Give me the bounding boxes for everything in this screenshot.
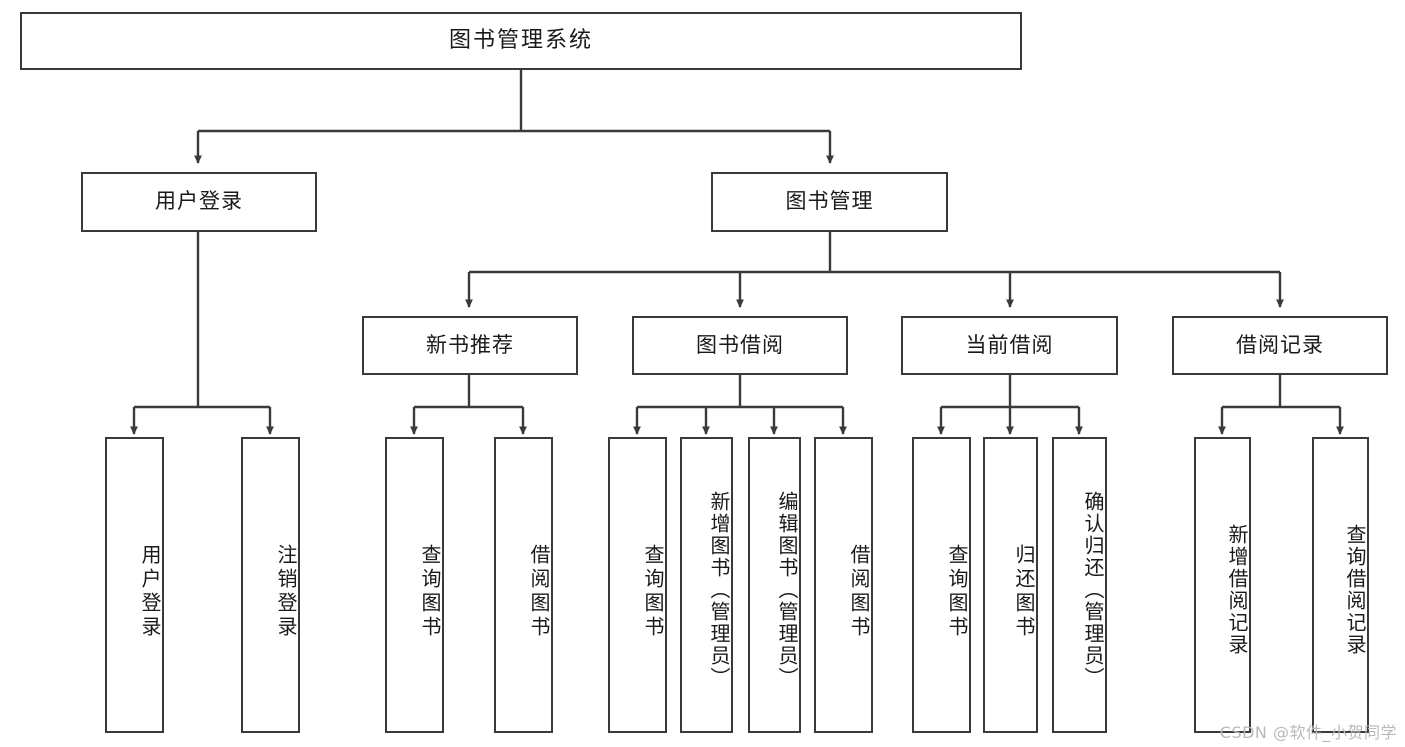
node-new-book-recommend-label: 新书推荐 bbox=[426, 332, 514, 357]
node-borrow-record[interactable]: 借阅记录 bbox=[1172, 316, 1388, 375]
node-book-manage-label: 图书管理 bbox=[785, 189, 874, 214]
node-current-borrow-label: 当前借阅 bbox=[965, 332, 1054, 357]
node-leaf-query-record-label: 查询借阅记录 bbox=[1343, 524, 1367, 656]
node-leaf-add-record[interactable]: 新增借阅记录 bbox=[1194, 437, 1251, 733]
node-leaf-return-book[interactable]: 归还图书 bbox=[983, 437, 1038, 733]
node-leaf-add-book[interactable]: 新增图书（管理员） bbox=[680, 437, 733, 733]
node-leaf-borrow-book-2-label: 借阅图书 bbox=[847, 544, 871, 640]
node-leaf-user-login[interactable]: 用户登录 bbox=[105, 437, 164, 733]
node-leaf-query-record[interactable]: 查询借阅记录 bbox=[1312, 437, 1369, 733]
node-new-book-recommend[interactable]: 新书推荐 bbox=[362, 316, 578, 375]
watermark-text: CSDN @软件_小贺同学 bbox=[1219, 723, 1397, 742]
node-leaf-user-login-label: 用户登录 bbox=[138, 544, 162, 640]
node-leaf-borrow-book-1[interactable]: 借阅图书 bbox=[494, 437, 553, 733]
node-current-borrow[interactable]: 当前借阅 bbox=[901, 316, 1118, 375]
node-leaf-query-book-3-label: 查询图书 bbox=[945, 544, 969, 640]
node-book-borrow-label: 图书借阅 bbox=[696, 332, 784, 357]
node-leaf-return-book-label: 归还图书 bbox=[1012, 544, 1036, 640]
node-leaf-borrow-book-2[interactable]: 借阅图书 bbox=[814, 437, 873, 733]
node-leaf-query-book-1[interactable]: 查询图书 bbox=[385, 437, 444, 733]
node-leaf-add-record-label: 新增借阅记录 bbox=[1225, 524, 1249, 656]
node-root[interactable]: 图书管理系统 bbox=[20, 12, 1022, 70]
node-leaf-query-book-2-label: 查询图书 bbox=[641, 544, 665, 640]
node-leaf-user-logout[interactable]: 注销登录 bbox=[241, 437, 300, 733]
node-leaf-confirm-return[interactable]: 确认归还（管理员） bbox=[1052, 437, 1107, 733]
node-leaf-add-book-label: 新增图书（管理员） bbox=[707, 491, 731, 689]
node-borrow-record-label: 借阅记录 bbox=[1236, 332, 1324, 357]
node-leaf-borrow-book-1-label: 借阅图书 bbox=[527, 544, 551, 640]
node-leaf-query-book-3[interactable]: 查询图书 bbox=[912, 437, 971, 733]
node-leaf-user-logout-label: 注销登录 bbox=[274, 544, 298, 640]
node-book-borrow[interactable]: 图书借阅 bbox=[632, 316, 848, 375]
node-leaf-edit-book[interactable]: 编辑图书（管理员） bbox=[748, 437, 801, 733]
node-book-manage[interactable]: 图书管理 bbox=[711, 172, 948, 232]
node-user-login-label: 用户登录 bbox=[155, 189, 243, 214]
node-root-label: 图书管理系统 bbox=[448, 27, 593, 53]
node-leaf-edit-book-label: 编辑图书（管理员） bbox=[775, 491, 799, 689]
node-leaf-confirm-return-label: 确认归还（管理员） bbox=[1081, 491, 1105, 689]
node-leaf-query-book-1-label: 查询图书 bbox=[418, 544, 442, 640]
node-leaf-query-book-2[interactable]: 查询图书 bbox=[608, 437, 667, 733]
node-user-login[interactable]: 用户登录 bbox=[81, 172, 317, 232]
